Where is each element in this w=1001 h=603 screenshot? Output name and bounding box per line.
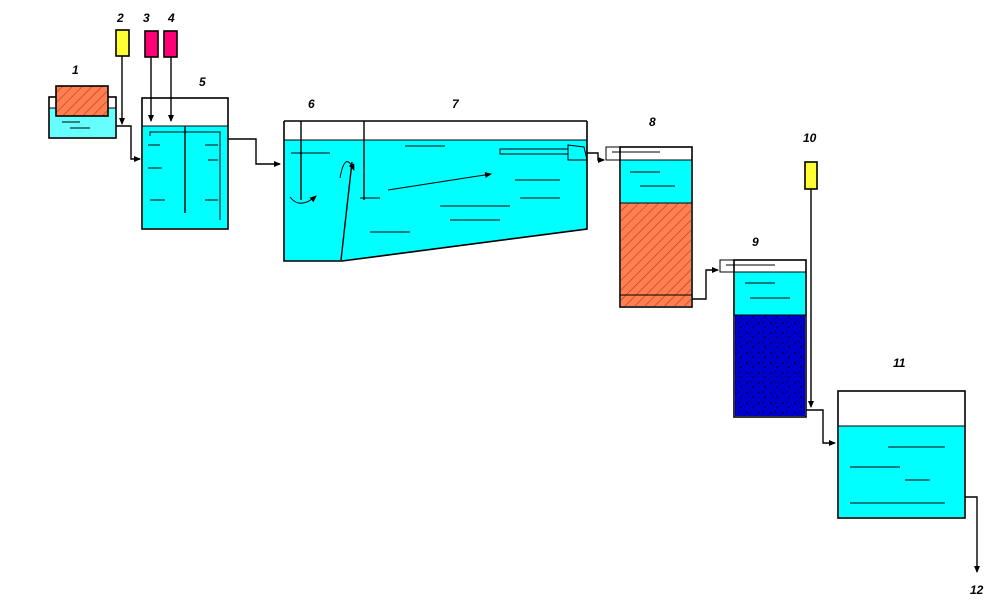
label-3: 3 [143,11,150,25]
label-5: 5 [199,75,206,89]
pipe-7-to-8 [587,152,605,163]
pipe-9-to-11 [806,409,836,446]
label-11: 11 [893,356,906,370]
clean-water-reservoir [837,390,966,519]
mixer-tank [141,97,229,230]
label-8: 8 [649,115,656,129]
label-4: 4 [167,11,175,25]
source-reservoir [48,85,117,139]
reagent-doser-3 [144,30,159,122]
label-10: 10 [803,131,817,145]
settling-basin [283,120,588,262]
reagent-doser-10 [804,161,818,408]
outlet-pipe-12 [965,496,980,573]
label-9: 9 [752,235,759,249]
sand-filter [605,146,693,308]
reagent-doser-2 [115,29,130,125]
pipe-8-to-9 [692,267,719,300]
pipe-5-to-7 [228,138,281,167]
label-6: 6 [308,97,315,111]
label-7: 7 [452,97,460,111]
carbon-adsorber [719,259,807,418]
label-2: 2 [116,11,124,25]
label-12: 12 [970,583,984,597]
pipe-1-to-5 [116,125,141,162]
reagent-doser-4 [163,30,178,122]
label-1: 1 [72,63,79,77]
